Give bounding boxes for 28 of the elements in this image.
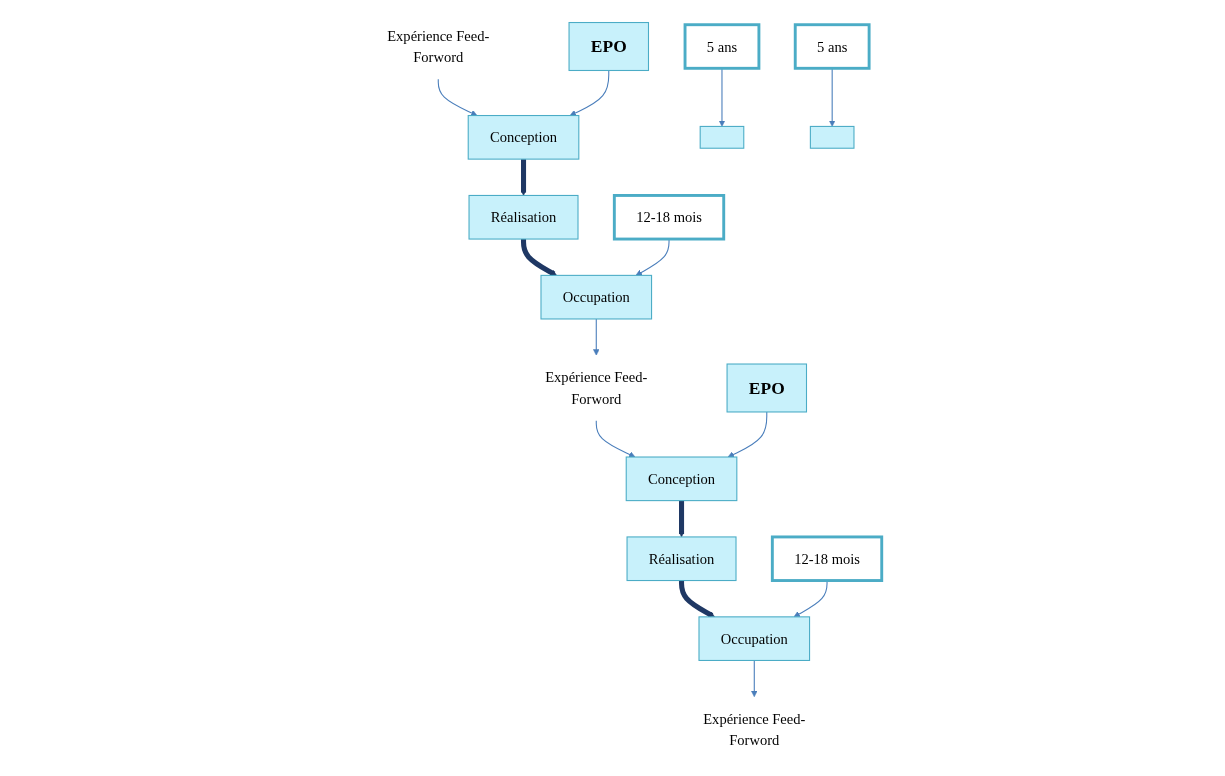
- arrow: [520, 239, 557, 277]
- node-box: Occupation: [698, 616, 810, 661]
- node-box: Occupation: [540, 274, 652, 320]
- arrow: [793, 580, 828, 618]
- node-box: EPO: [568, 22, 649, 72]
- node-box: Réalisation: [468, 194, 579, 240]
- arrow: [750, 659, 758, 698]
- node-box: [699, 125, 745, 149]
- arrow: [520, 159, 527, 196]
- node-box: EPO: [726, 363, 807, 413]
- arrow: [678, 500, 685, 538]
- arrow: [569, 69, 610, 116]
- node-text: Expérience Feed-Forword: [386, 27, 490, 66]
- node-box: Réalisation: [626, 536, 737, 582]
- node-box: 12-18 mois: [770, 535, 883, 582]
- node-box: Conception: [467, 115, 580, 160]
- arrow: [678, 580, 715, 618]
- node-box: 12-18 mois: [612, 194, 725, 241]
- arrow: [595, 420, 636, 458]
- arrow: [437, 78, 478, 116]
- node-text: Expérience Feed-Forword: [702, 710, 806, 749]
- node-box: 5 ans: [683, 23, 761, 70]
- node-box: Conception: [625, 456, 738, 502]
- node-text: Expérience Feed-Forword: [544, 369, 648, 407]
- node-box: 5 ans: [793, 23, 871, 70]
- arrow: [592, 318, 600, 356]
- node-box: [809, 125, 855, 149]
- arrow: [727, 411, 768, 458]
